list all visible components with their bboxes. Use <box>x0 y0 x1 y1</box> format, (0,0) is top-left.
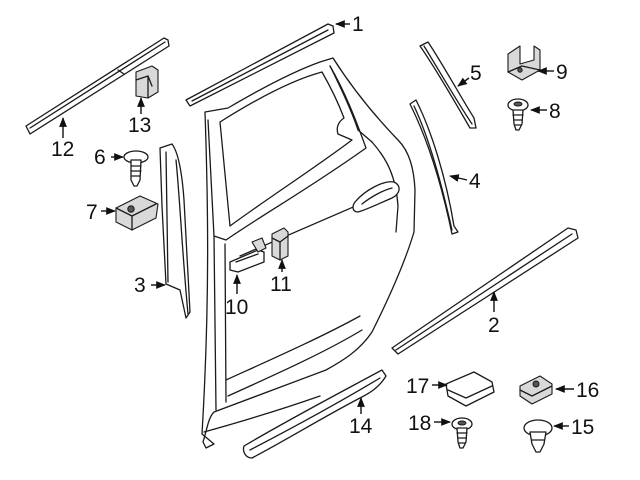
part-12-belt-strip <box>25 37 170 135</box>
callout-1: 1 <box>352 13 364 36</box>
callout-2: 2 <box>488 314 500 337</box>
callout-12: 12 <box>51 138 74 161</box>
callout-16: 16 <box>576 379 599 402</box>
part-10-handle <box>229 237 267 273</box>
callout-3: 3 <box>134 274 146 297</box>
callout-15: 15 <box>571 416 594 439</box>
part-13-clip <box>135 65 159 99</box>
part-9-bracket <box>507 45 541 81</box>
part-11-bracket <box>271 227 289 261</box>
part-15-retainer <box>523 419 553 453</box>
part-5-frame-molding <box>419 41 477 129</box>
callout-4: 4 <box>469 170 481 193</box>
part-8-screw <box>507 98 529 131</box>
callout-7: 7 <box>86 201 98 224</box>
part-2-side-molding <box>391 227 579 355</box>
callout-13: 13 <box>128 114 151 137</box>
part-3-pillar-trim <box>159 143 191 319</box>
part-16-clip-nut <box>519 375 553 405</box>
door-shell <box>201 57 416 449</box>
callout-10: 10 <box>225 296 248 319</box>
callout-5: 5 <box>470 62 482 85</box>
part-4-channel <box>409 99 459 235</box>
callout-labels: 1 12 13 6 7 3 10 11 4 5 9 8 2 14 17 16 1… <box>51 13 599 439</box>
part-18-screw <box>451 417 473 449</box>
callout-9: 9 <box>556 61 568 84</box>
callout-6: 6 <box>94 146 106 169</box>
callout-14: 14 <box>349 415 373 438</box>
callout-18: 18 <box>408 412 431 435</box>
leader-lines <box>59 20 574 430</box>
part-1-window-molding <box>185 23 335 107</box>
callout-8: 8 <box>549 100 561 123</box>
callout-11: 11 <box>270 273 292 296</box>
callout-17: 17 <box>406 375 429 398</box>
part-6-push-pin <box>123 150 149 187</box>
part-17-cap <box>445 371 495 407</box>
part-7-clip <box>115 195 159 231</box>
